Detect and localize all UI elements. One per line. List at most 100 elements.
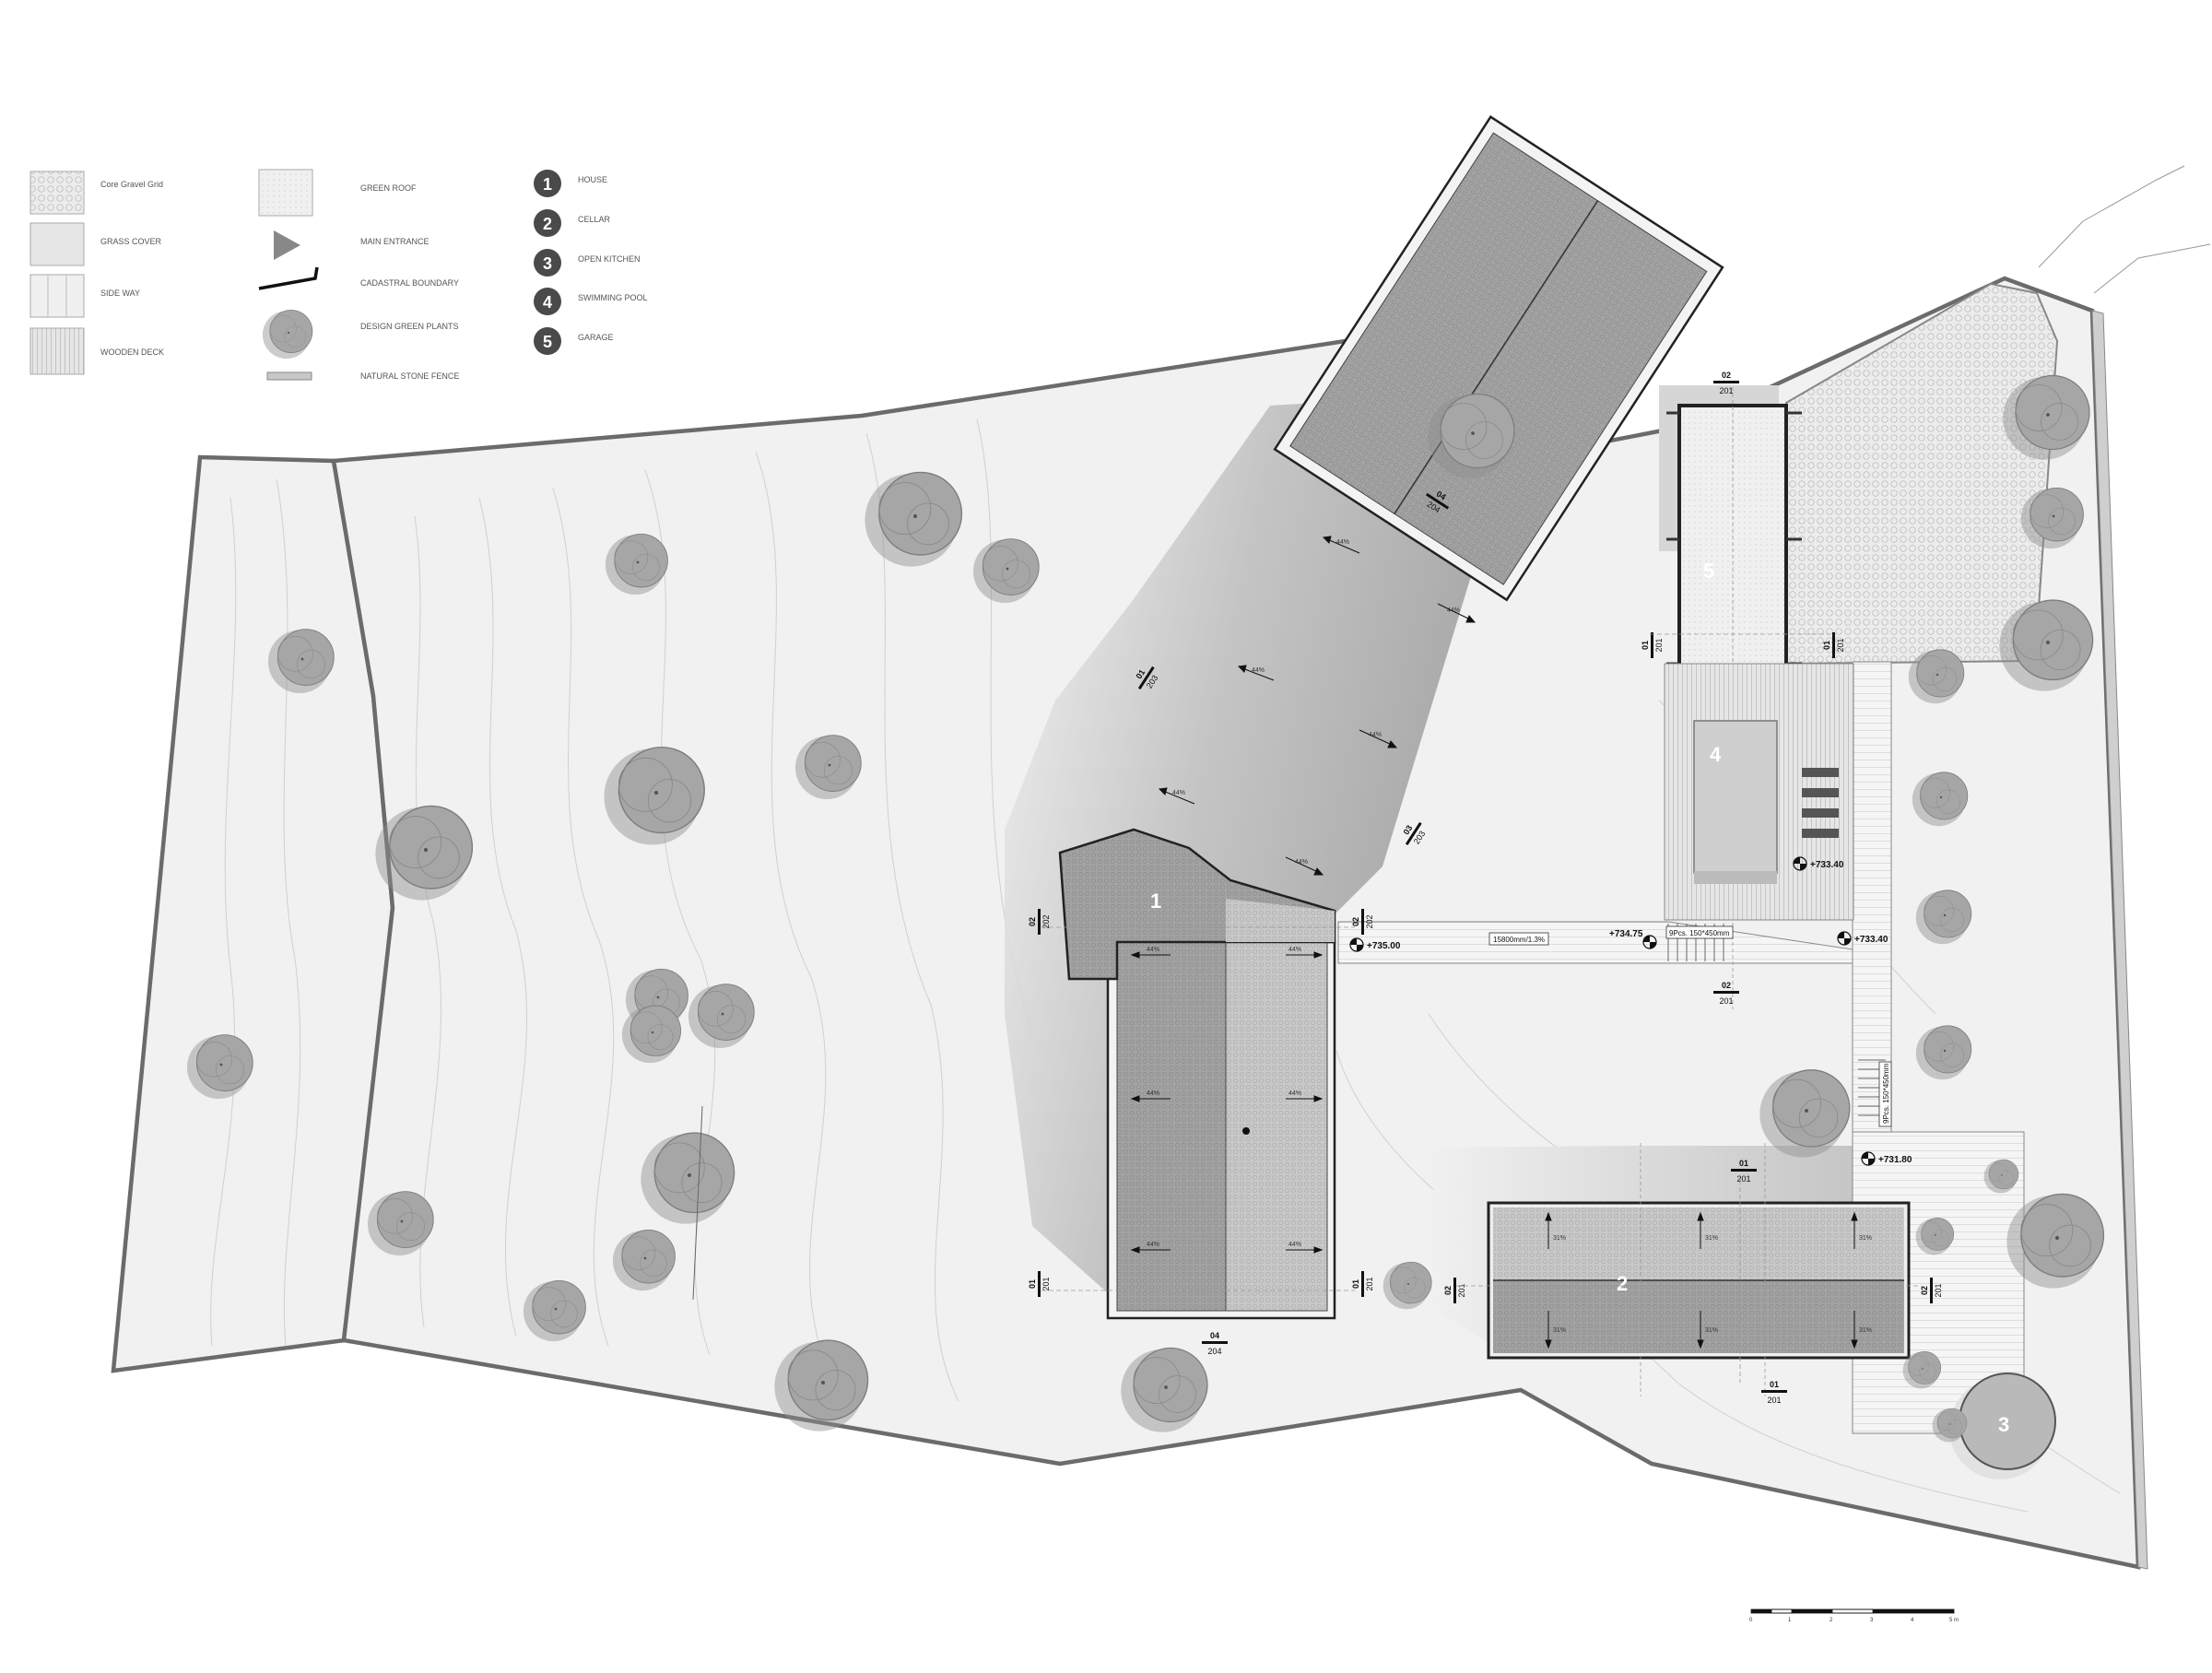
space-marker-3	[534, 249, 561, 277]
svg-text:201: 201	[1719, 996, 1733, 1006]
svg-text:02: 02	[1351, 917, 1360, 926]
svg-text:44%: 44%	[1447, 607, 1460, 614]
space-marker-num-1: 1	[543, 175, 552, 194]
legend-label-green-roof: GREEN ROOF	[360, 183, 417, 193]
section-tag: 02 201	[1443, 1278, 1466, 1303]
deck-swatch	[29, 327, 85, 375]
svg-text:01: 01	[1822, 641, 1831, 650]
garage-number: 5	[1703, 560, 1714, 583]
svg-text:31%: 31%	[1705, 1327, 1718, 1334]
section-tag: 03 203	[1402, 821, 1427, 846]
space-marker-num-4: 4	[543, 293, 552, 312]
svg-text:01: 01	[1135, 667, 1147, 680]
open-kitchen: 3	[1949, 1373, 2056, 1479]
svg-text:44%: 44%	[1288, 1242, 1301, 1248]
svg-text:+731.80: +731.80	[1878, 1155, 1912, 1165]
svg-text:03: 03	[1402, 823, 1415, 836]
pool-area: 4	[1664, 663, 1854, 921]
ramp-note: 15800mm/1.3%	[1493, 936, 1545, 944]
legend-materials: Core Gravel Grid GRASS COVER SIDE WAY WO…	[29, 171, 164, 375]
house-roof-light	[1225, 941, 1328, 1312]
stone-fence-icon	[266, 371, 312, 381]
level-path: +734.75	[1609, 929, 1657, 949]
svg-text:02: 02	[1443, 1286, 1453, 1295]
svg-text:01: 01	[1028, 1279, 1037, 1289]
main-entrance-icon	[274, 230, 300, 260]
level-house: +735.00	[1349, 937, 1401, 952]
svg-text:201: 201	[1836, 638, 1845, 652]
space-marker-num-5: 5	[543, 333, 552, 351]
svg-text:02: 02	[1722, 981, 1731, 990]
svg-text:202: 202	[1041, 914, 1051, 928]
svg-text:44%: 44%	[1147, 1242, 1159, 1248]
svg-text:02: 02	[1722, 371, 1731, 380]
svg-text:44%: 44%	[1336, 539, 1349, 546]
legend-label-garage: GARAGE	[578, 333, 614, 342]
house-upper-wing	[1273, 115, 1724, 602]
svg-text:44%: 44%	[1147, 947, 1159, 953]
legend-label-fence: NATURAL STONE FENCE	[360, 371, 459, 381]
svg-text:44%: 44%	[1172, 790, 1185, 796]
section-tag: 02 201	[1713, 371, 1739, 395]
svg-text:201: 201	[1719, 386, 1733, 395]
site: 1 44% 44% 44% 44% 44%	[111, 115, 2211, 1570]
space-marker-5	[534, 327, 561, 355]
house-center-point	[1242, 1127, 1250, 1135]
section-tag: 01 203	[1135, 666, 1159, 690]
level-marks: +735.00 +734.75 +733.40 +733.40 +731.80	[1349, 856, 1912, 1166]
green-plant-icon	[262, 310, 313, 359]
legend: Core Gravel Grid GRASS COVER SIDE WAY WO…	[29, 169, 648, 381]
legend-label-cellar: CELLAR	[578, 215, 611, 224]
legend-symbols: GREEN ROOF MAIN ENTRANCE CADASTRAL BOUND…	[258, 169, 459, 381]
pool-step-2	[1802, 788, 1839, 797]
access-road-line	[2038, 165, 2185, 268]
svg-text:44%: 44%	[1369, 732, 1382, 738]
vertical-stairs-note: 9Pcs. 150*450mm	[1882, 1063, 1890, 1124]
section-tag: 02 202	[1351, 909, 1374, 935]
svg-text:201: 201	[1365, 1277, 1374, 1290]
scale-bar: 0 1 2 3 4 5 m	[1749, 1608, 1959, 1623]
cellar-slope-labels: 31% 31% 31% 31% 31% 31%	[1553, 1235, 1872, 1334]
svg-text:31%: 31%	[1553, 1235, 1566, 1242]
svg-text:202: 202	[1365, 914, 1374, 928]
section-tag: 02 201	[1920, 1278, 1943, 1303]
svg-text:44%: 44%	[1252, 667, 1265, 674]
level-junction: +733.40	[1837, 931, 1888, 946]
svg-text:4: 4	[1911, 1618, 1914, 1623]
svg-text:3: 3	[1870, 1618, 1874, 1623]
section-tag: 04 204	[1425, 489, 1450, 514]
svg-text:201: 201	[1457, 1283, 1466, 1297]
svg-text:+733.40: +733.40	[1854, 935, 1888, 945]
section-tag: 01 201	[1351, 1271, 1374, 1297]
gravel-area	[1785, 282, 2059, 666]
svg-text:0: 0	[1749, 1618, 1753, 1623]
annotations: 15800mm/1.3% 9Pcs. 150*450mm 9Pcs. 150*4…	[1488, 925, 1892, 1127]
house-number: 1	[1150, 890, 1161, 913]
svg-text:204: 204	[1207, 1347, 1221, 1356]
legend-label-house: HOUSE	[578, 175, 607, 184]
kitchen-number: 3	[1998, 1413, 2009, 1436]
legend-label-main-entrance: MAIN ENTRANCE	[360, 237, 429, 246]
svg-text:04: 04	[1210, 1331, 1219, 1340]
house-roof-dark	[1116, 941, 1227, 1312]
svg-text:31%: 31%	[1859, 1327, 1872, 1334]
legend-label-pool: SWIMMING POOL	[578, 293, 648, 302]
green-roof-swatch	[258, 169, 313, 217]
svg-text:01: 01	[1641, 641, 1650, 650]
pool-water	[1693, 720, 1778, 874]
cadastral-boundary-icon	[258, 266, 319, 290]
house-slope-labels: 44% 44% 44% 44% 44% 44% 44% 44% 44% 44% …	[1147, 539, 1460, 1248]
svg-text:31%: 31%	[1553, 1327, 1566, 1334]
svg-text:201: 201	[1736, 1174, 1750, 1184]
svg-text:04: 04	[1435, 489, 1448, 502]
legend-label-sideway: SIDE WAY	[100, 289, 140, 298]
svg-text:201: 201	[1654, 638, 1664, 652]
legend-label-gravel: Core Gravel Grid	[100, 180, 163, 189]
section-lines	[1041, 633, 1922, 1383]
svg-text:01: 01	[1770, 1380, 1779, 1389]
svg-text:5 m: 5 m	[1949, 1618, 1959, 1623]
gravel-swatch	[29, 171, 85, 215]
section-tag: 01 201	[1731, 1159, 1757, 1184]
svg-text:+733.40: +733.40	[1810, 860, 1844, 870]
